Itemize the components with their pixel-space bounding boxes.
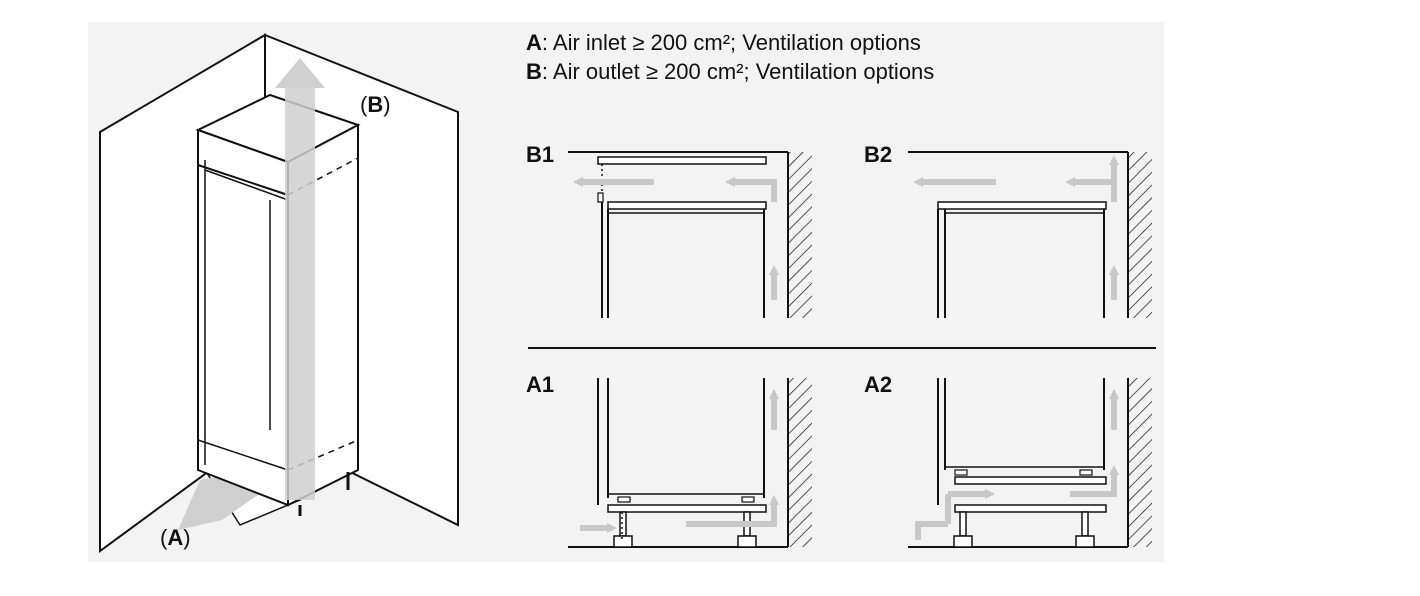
b1-arrows: [573, 177, 779, 300]
a1-base-panel: [607, 504, 767, 513]
a1-foot-left: [617, 496, 631, 503]
a1-pad-left: [613, 535, 633, 548]
b2-cabinet-top: [937, 201, 1107, 210]
a2-base-panel: [954, 504, 1107, 513]
a1-leg-left: [619, 511, 627, 537]
cabinet-top-inner: [204, 169, 289, 201]
b1-arrow-turn: [725, 177, 777, 202]
a1-arrow-turn: [686, 495, 779, 527]
panel-b2: B2: [864, 142, 1152, 318]
cabinet-shelf-line: [197, 164, 289, 196]
b2-wall-hatch: [1128, 152, 1152, 318]
a1-foot-right: [741, 496, 755, 503]
a2-leg-left: [959, 511, 967, 537]
a1-wall-hatch: [788, 378, 812, 547]
a2-arrows: [915, 389, 1119, 540]
label-b: (B): [360, 92, 391, 117]
panel-b1: B1: [526, 142, 812, 318]
panel-a1: A1: [526, 372, 812, 548]
cabinet-front: [197, 128, 289, 507]
a1-pad-right: [737, 535, 757, 548]
cabinet-illustration: [99, 33, 459, 553]
air-outlet-arrowhead: [275, 58, 325, 88]
a2-foot-right: [1079, 469, 1093, 476]
a2-leg-right: [1081, 511, 1089, 537]
a2-arrow-in-low: [915, 521, 948, 540]
b1-top-panel: [597, 156, 767, 165]
label-a: (A): [160, 525, 191, 550]
a2-arrow-turn: [1070, 465, 1119, 497]
legend-line-a: A: Air inlet ≥ 200 cm²; Ventilation opti…: [526, 30, 921, 55]
b1-cabinet-top: [607, 201, 767, 210]
a2-wall-hatch: [1128, 378, 1152, 547]
a2-pad-left: [953, 535, 973, 548]
a2-upper-base: [954, 476, 1107, 485]
b2-arrows: [913, 155, 1119, 300]
b1-wall-hatch: [788, 152, 812, 318]
legend-line-b: B: Air outlet ≥ 200 cm²; Ventilation opt…: [526, 59, 934, 84]
panel-b1-label: B1: [526, 142, 554, 167]
panel-b2-label: B2: [864, 142, 892, 167]
b1-connector: [597, 192, 604, 203]
panel-a2: A2: [864, 372, 1152, 548]
a1-arrows: [580, 389, 779, 533]
panel-a1-label: A1: [526, 372, 554, 397]
a2-pad-right: [1075, 535, 1095, 548]
a2-foot-left: [954, 469, 968, 476]
cabinet-base-line: [197, 439, 289, 471]
air-outlet-arrow: [285, 85, 315, 500]
panel-a2-label: A2: [864, 372, 892, 397]
